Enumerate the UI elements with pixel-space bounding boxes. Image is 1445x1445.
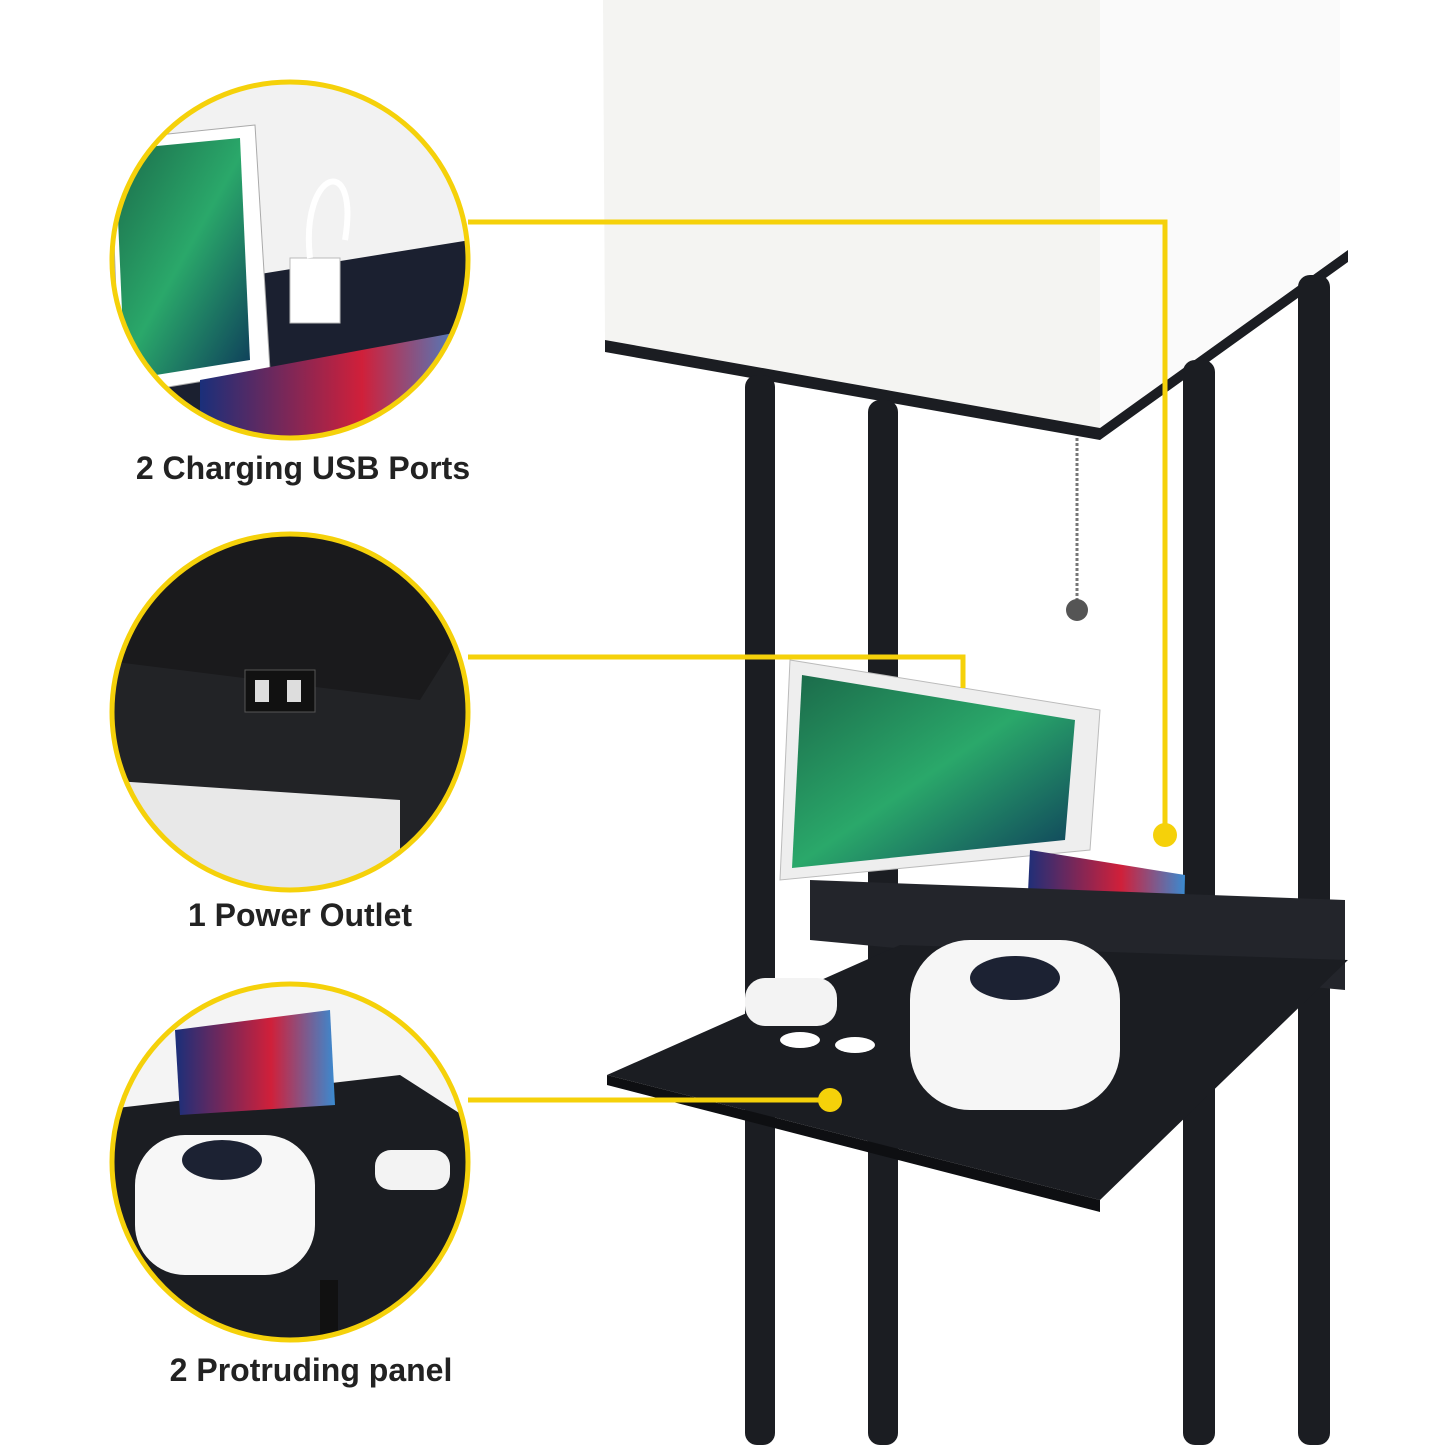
earbuds-case bbox=[745, 978, 837, 1026]
tablet bbox=[779, 659, 1101, 881]
panel-closeup bbox=[112, 984, 468, 1340]
callout-circle bbox=[109, 79, 471, 441]
callout-label-usb: 2 Charging USB Ports bbox=[135, 450, 471, 486]
leader-dot bbox=[818, 1088, 842, 1112]
pull-chain-bead bbox=[1066, 599, 1088, 621]
callout-circle bbox=[109, 531, 471, 893]
earbud bbox=[835, 1037, 875, 1053]
callout-label-outlet: 1 Power Outlet bbox=[187, 897, 413, 933]
leader-dot bbox=[1153, 823, 1177, 847]
lamp-shade bbox=[603, 0, 1348, 440]
smart-speaker bbox=[910, 940, 1120, 1110]
callout-label-panel: 2 Protruding panel bbox=[169, 1352, 453, 1388]
earbud bbox=[780, 1032, 820, 1048]
callout-circle bbox=[109, 981, 471, 1343]
leader-lines bbox=[468, 219, 1168, 1103]
usb-ports-closeup bbox=[112, 82, 468, 438]
power-outlet-closeup bbox=[112, 534, 468, 890]
